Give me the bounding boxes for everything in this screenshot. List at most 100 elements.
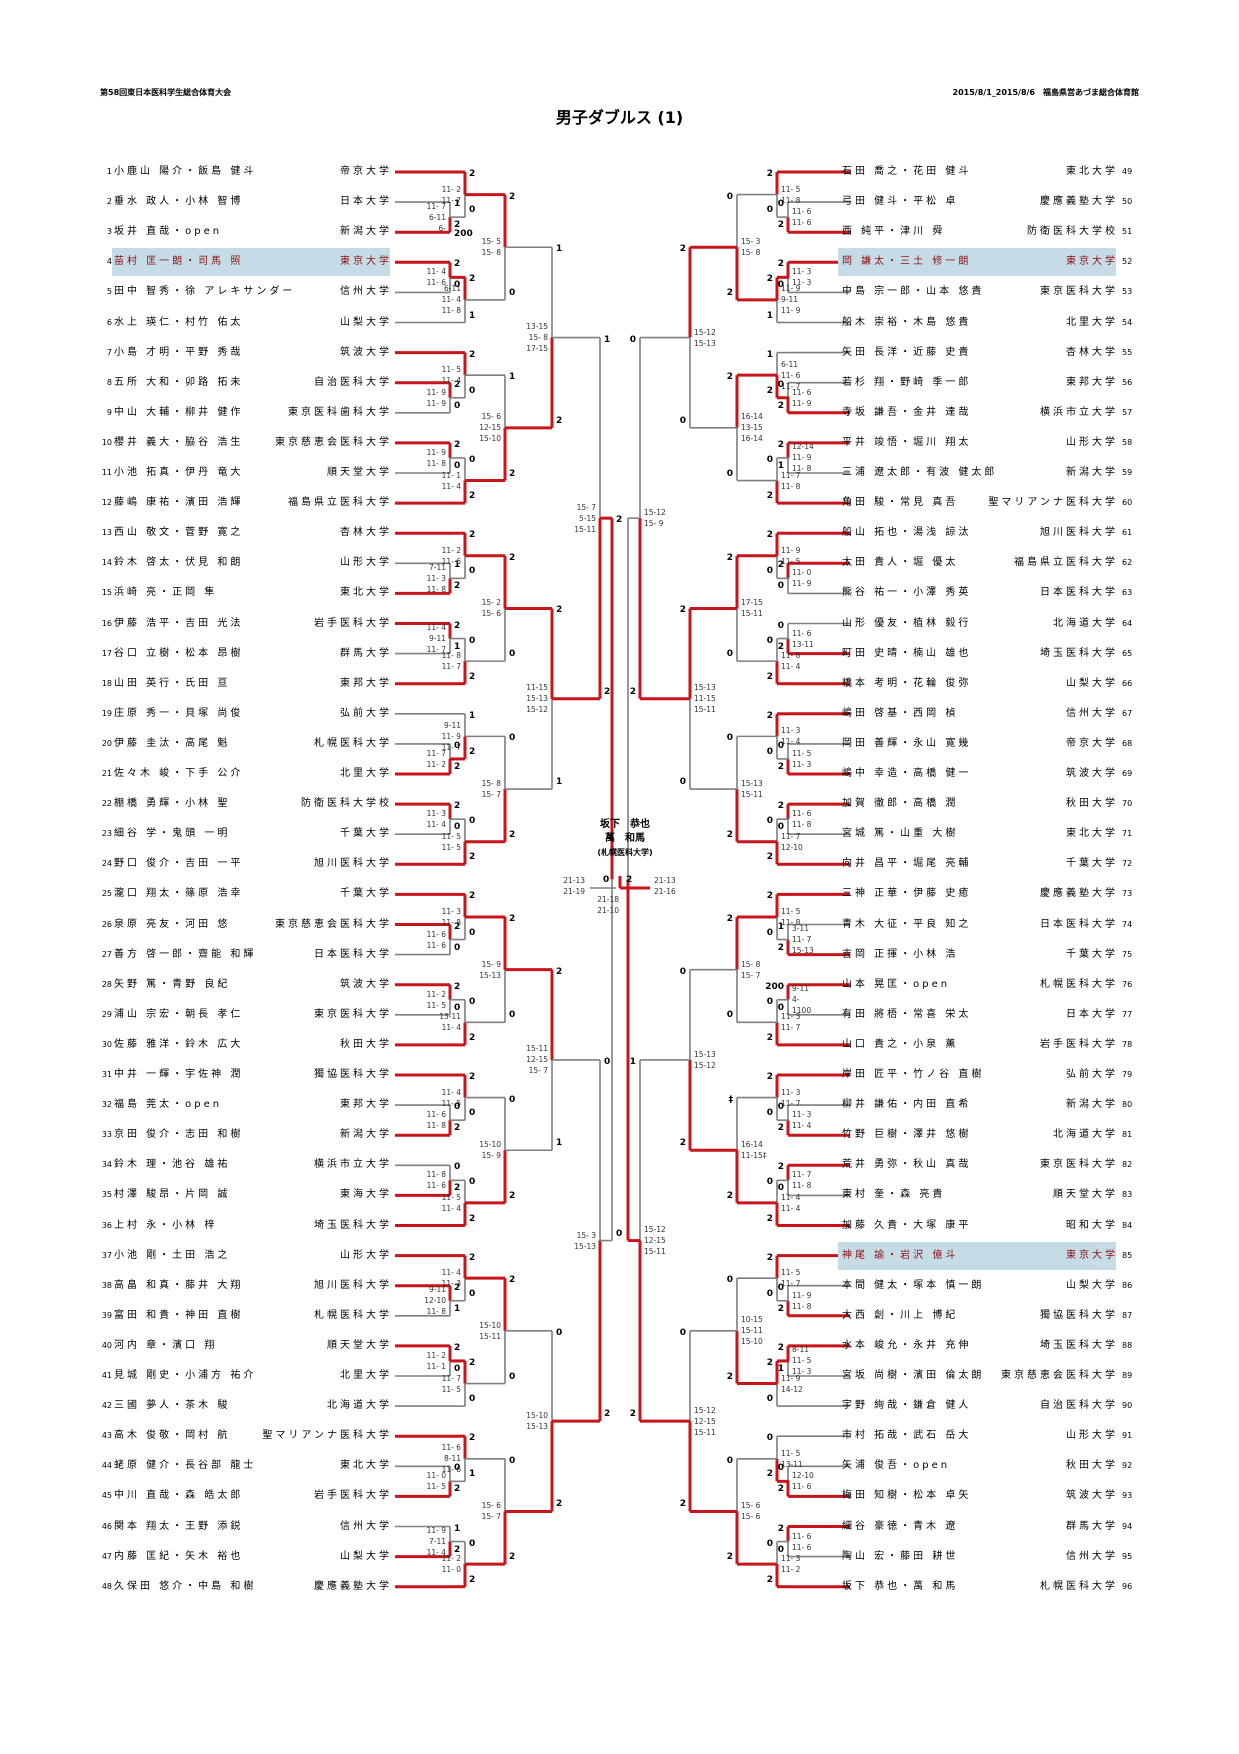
- games-won: 1: [454, 641, 461, 652]
- school-name: 北里大学: [1066, 316, 1118, 328]
- player-names: 浜崎 亮・正岡 隼: [114, 587, 218, 599]
- set-score: 11- 3: [781, 1012, 801, 1022]
- school-name: 獨協医科大学: [314, 1069, 392, 1080]
- player-names: 熊谷 祐一・小澤 秀英: [842, 587, 972, 599]
- set-score: 11- 7: [426, 201, 446, 211]
- player-names: 水上 瑛仁・村竹 佑太: [114, 316, 244, 328]
- player-names: 加藤 久貴・大塚 康平: [842, 1219, 972, 1231]
- set-score: 11- 6: [426, 1110, 446, 1120]
- set-score: 6-11: [443, 284, 461, 294]
- school-name: 山梨大学: [340, 316, 392, 328]
- set-score: 12-15: [526, 1055, 548, 1065]
- semi-set-score: 21-13: [563, 876, 585, 885]
- school-name: 東京慈恵会医科大学: [275, 436, 392, 448]
- player-names: 垂水 政人・小林 智博: [114, 196, 244, 208]
- school-name: 横浜市立大学: [1040, 406, 1118, 418]
- games-won: 0: [469, 454, 476, 465]
- school-name: 群馬大学: [1066, 1520, 1118, 1532]
- set-score: 11-15‡: [741, 1151, 767, 1161]
- set-score: 11- 4: [781, 662, 801, 672]
- games-won: 0: [777, 620, 784, 631]
- player-names: 庄原 秀一・貝塚 尚俊: [114, 707, 244, 719]
- set-score: 15- 6: [741, 1512, 761, 1522]
- player-names: 浦山 宗宏・朝長 孝仁: [114, 1008, 244, 1020]
- seed-number: 83: [1122, 1190, 1133, 1200]
- player-names: 山田 英行・氏田 亘: [114, 677, 231, 689]
- school-name: 群馬大学: [340, 647, 392, 659]
- player-names: 五所 大和・卯路 拓未: [114, 376, 244, 388]
- set-score: 15- 7: [528, 1066, 548, 1076]
- set-score: 11- 6: [792, 387, 812, 397]
- school-name: 山梨大学: [1066, 1279, 1118, 1291]
- set-score: 11- 6: [792, 1531, 812, 1541]
- games-won: 2: [469, 1574, 476, 1585]
- games-won: 0: [469, 205, 476, 216]
- games-won: 2: [469, 852, 476, 863]
- player-names: 柳井 謙佑・内田 直希: [842, 1099, 972, 1111]
- games-won: 2: [469, 1252, 476, 1263]
- games-won: 0: [777, 379, 784, 390]
- set-score: 7-11: [428, 562, 446, 572]
- set-score: 12-10: [792, 1471, 814, 1481]
- games-won: 2: [766, 671, 773, 682]
- school-name: 北海道大学: [327, 1400, 392, 1412]
- seed-number: 16: [101, 618, 112, 628]
- set-score: 11- 7: [792, 935, 812, 945]
- school-name: 杏林大学: [340, 527, 392, 539]
- final-set-score: 21-18: [597, 895, 619, 904]
- set-score: 11- 5: [781, 1448, 801, 1458]
- seed-number: 21: [101, 769, 112, 778]
- set-score: 15-11: [741, 1326, 763, 1336]
- player-names: 久保田 悠介・中島 和樹: [114, 1580, 257, 1592]
- games-won: 0: [777, 280, 784, 291]
- player-names: 神尾 諭・岩沢 億斗: [842, 1249, 959, 1261]
- school-name: 旭川医科大学: [1040, 527, 1118, 539]
- set-score: 11- 9: [792, 453, 812, 463]
- player-names: 京田 俊介・志田 和樹: [114, 1129, 244, 1141]
- games-won: 0: [679, 1327, 686, 1338]
- player-names: 角田 駿・常見 真吾: [842, 497, 959, 509]
- games-won: 1: [469, 1469, 476, 1480]
- player-names: 関本 翔太・王野 添鋭: [114, 1520, 244, 1532]
- date-venue: 2015/8/1_2015/8/6 福島県営あづま総合体育館: [952, 88, 1139, 97]
- games-won: 2: [766, 852, 773, 863]
- set-score: 15-11: [694, 1427, 716, 1437]
- player-names: 細谷 学・鬼頭 一明: [114, 828, 231, 840]
- games-won: 200: [765, 981, 784, 992]
- games-won: 2: [629, 686, 636, 697]
- set-score: 11- 5: [792, 748, 812, 758]
- seed-number: 63: [1122, 588, 1133, 598]
- school-name: 埼玉医科大学: [1040, 647, 1118, 659]
- games-won: 2: [556, 966, 563, 977]
- player-names: 櫻井 義大・脇谷 浩生: [114, 436, 244, 448]
- set-score: 11- 3: [792, 1110, 812, 1120]
- set-score: 11- 2: [441, 1554, 461, 1564]
- set-score: 11- 2: [426, 759, 446, 769]
- player-names: 中川 直哉・森 皓太郎: [114, 1490, 244, 1502]
- set-score: 11-15: [526, 683, 548, 693]
- games-won: 0: [509, 287, 516, 298]
- games-won: 0: [766, 635, 773, 646]
- set-score: 11- 4: [441, 1023, 461, 1033]
- games-won: 2: [777, 801, 784, 812]
- set-score: 12-15: [694, 1416, 716, 1426]
- player-names: 矢浦 俊吾・open: [842, 1460, 951, 1472]
- school-name: 千葉大学: [1066, 948, 1118, 960]
- games-won: 2: [454, 1282, 461, 1293]
- games-won: 2: [766, 169, 773, 179]
- games-won: 0: [777, 1183, 784, 1194]
- set-score: 11- 4: [441, 295, 461, 305]
- set-score: 11- 9: [781, 306, 801, 316]
